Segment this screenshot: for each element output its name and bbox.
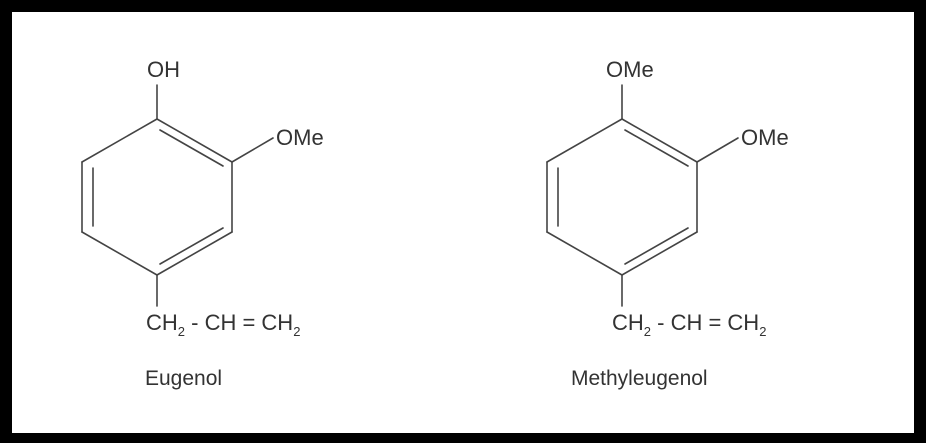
eugenol-ring-bond-3	[156, 231, 233, 276]
methyleugenol-side-group: OMe	[741, 125, 789, 150]
eugenol-double-bond-1	[159, 129, 224, 167]
methyleugenol-name: Methyleugenol	[571, 367, 708, 390]
white-panel	[12, 12, 914, 433]
methyleugenol-ring-bond-6	[546, 118, 623, 163]
methyleugenol-ome-side-bond	[696, 137, 739, 163]
eugenol-chain-label: CH2 - CH = CH2	[146, 310, 300, 339]
eugenol-ring-bond-1	[156, 118, 233, 163]
eugenol-double-bond-2	[159, 227, 224, 265]
methyleugenol-double-bond-2	[624, 227, 689, 265]
eugenol-ome-bond	[231, 137, 274, 163]
methyleugenol-structure	[546, 84, 739, 307]
methyleugenol-ring-bond-3	[621, 231, 698, 276]
methyleugenol-ring-bond-4	[546, 231, 623, 276]
methyleugenol-top-group: OMe	[606, 57, 654, 82]
eugenol-ring-bond-4	[81, 231, 158, 276]
methyleugenol-double-bond-1	[624, 129, 689, 167]
eugenol-top-group: OH	[147, 57, 180, 82]
methyleugenol-chain-label: CH2 - CH = CH2	[612, 310, 766, 339]
methyleugenol-ring-bond-1	[621, 118, 698, 163]
eugenol-side-group: OMe	[276, 125, 324, 150]
eugenol-ring-bond-6	[81, 118, 158, 163]
eugenol-structure	[81, 84, 274, 307]
eugenol-name: Eugenol	[145, 367, 222, 390]
